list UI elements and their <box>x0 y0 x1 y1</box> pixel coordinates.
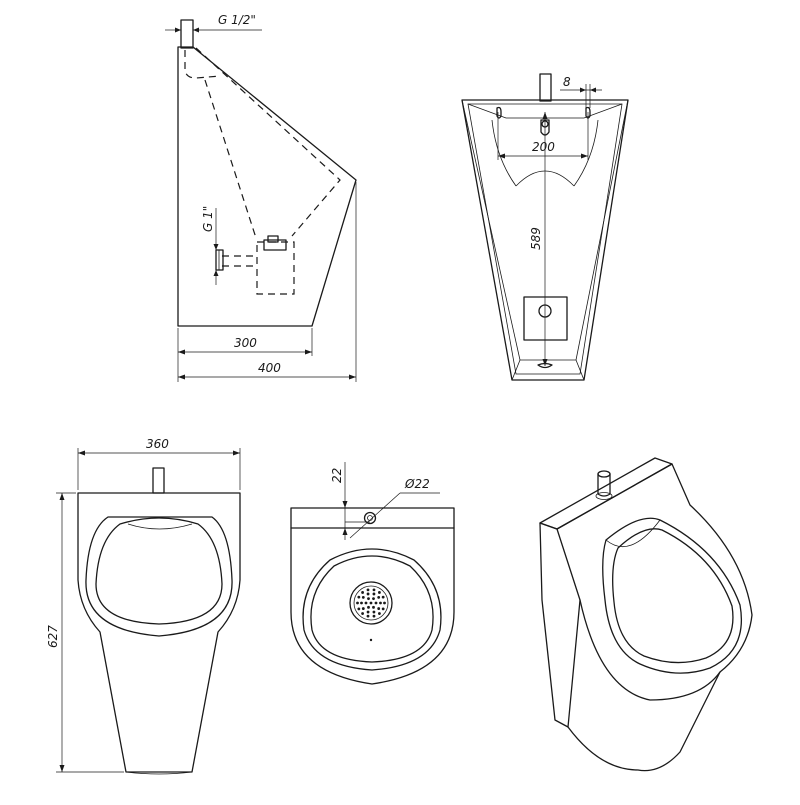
grate-hole <box>378 612 381 615</box>
back-dim-200: 200 <box>532 140 555 154</box>
back-inner-outline <box>467 103 623 375</box>
grate-hole <box>377 596 381 599</box>
grate-hole <box>366 588 370 592</box>
grate-hole <box>356 601 359 605</box>
grate-hole <box>372 610 376 614</box>
side-dim-400: 400 <box>258 361 281 375</box>
top-view-outline <box>290 507 455 685</box>
back-dim-589: 589 <box>529 227 543 250</box>
back-center-slot <box>540 119 550 136</box>
grate-hole <box>357 607 361 611</box>
grate-hole <box>372 605 375 609</box>
grate-hole <box>372 597 375 601</box>
grate-hole <box>372 592 376 596</box>
back-dim-8: 8 <box>563 75 571 89</box>
iso-spray-lip <box>605 519 661 548</box>
side-dim-300: 300 <box>234 336 257 350</box>
grate-hole <box>374 601 378 605</box>
iso-bowl-rim-inner <box>612 528 734 664</box>
back-mount-hole-right <box>585 106 591 119</box>
iso-left-face <box>539 522 581 728</box>
top-dim-dia-leader <box>349 492 401 539</box>
top-inlet-hole <box>363 511 377 525</box>
grate-hole <box>367 605 370 609</box>
back-inlet-pipe <box>539 73 552 102</box>
grate-hole <box>361 612 364 615</box>
back-bevel-right <box>575 99 629 381</box>
top-view: 22 Ø22 <box>290 462 455 685</box>
grate-hole <box>379 601 382 605</box>
grate-hole <box>372 588 376 592</box>
top-dim-diameter: Ø22 <box>404 477 430 491</box>
grate-hole <box>361 607 365 610</box>
grate-hole <box>372 614 376 618</box>
iso-bowl-rim-outer <box>602 517 743 674</box>
side-hidden-outlet <box>222 255 257 267</box>
grate-hole <box>369 601 373 605</box>
side-view-outline <box>177 46 357 327</box>
grate-hole <box>366 614 370 618</box>
side-hidden-spray-channel <box>184 50 221 79</box>
grate-hole <box>367 597 370 601</box>
back-bevel-left <box>461 99 521 381</box>
grate-hole <box>361 596 365 599</box>
back-view: 8 200 589 <box>461 73 629 381</box>
front-bowl-inner <box>95 517 223 625</box>
grate-hole <box>364 601 368 605</box>
front-bowl-outer <box>85 516 233 637</box>
side-inlet-label: G 1/2" <box>218 13 256 27</box>
iso-front-shell <box>556 463 753 772</box>
side-outlet-label: G 1" <box>201 206 215 232</box>
isometric-view <box>539 457 753 772</box>
top-dim-22: 22 <box>330 468 344 483</box>
side-hidden-upper-edge <box>195 47 341 237</box>
top-bowl-inner <box>310 555 434 663</box>
back-outlet-plate <box>523 296 568 341</box>
top-bowl-outer <box>302 548 442 671</box>
back-mount-hole-left <box>496 106 502 119</box>
front-view: 360 627 <box>46 437 241 775</box>
side-hidden-front-edge <box>204 79 257 239</box>
back-drain-slot <box>537 362 553 369</box>
grate-hole <box>357 595 361 599</box>
grate-hole <box>383 601 386 605</box>
top-drain-grate <box>349 581 393 625</box>
grate-hole <box>360 601 363 605</box>
grate-hole <box>381 595 385 599</box>
front-inlet-pipe <box>152 467 165 494</box>
front-dim-627: 627 <box>46 625 60 648</box>
grate-hole <box>378 591 381 594</box>
side-trap-knob <box>267 235 279 243</box>
side-inlet-pipe <box>180 19 194 49</box>
side-trap-cap <box>263 239 287 251</box>
grate-hole <box>366 592 370 596</box>
grate-hole <box>377 607 381 610</box>
grate-hole <box>366 610 370 614</box>
grate-hole <box>381 607 385 611</box>
side-view: G 1/2" G 1" 300 400 <box>165 13 357 382</box>
front-dim-360: 360 <box>146 437 169 451</box>
front-view-outline <box>77 492 241 773</box>
side-outlet-flange <box>215 249 224 271</box>
front-spray-lip <box>127 523 193 530</box>
grate-hole <box>361 591 364 594</box>
